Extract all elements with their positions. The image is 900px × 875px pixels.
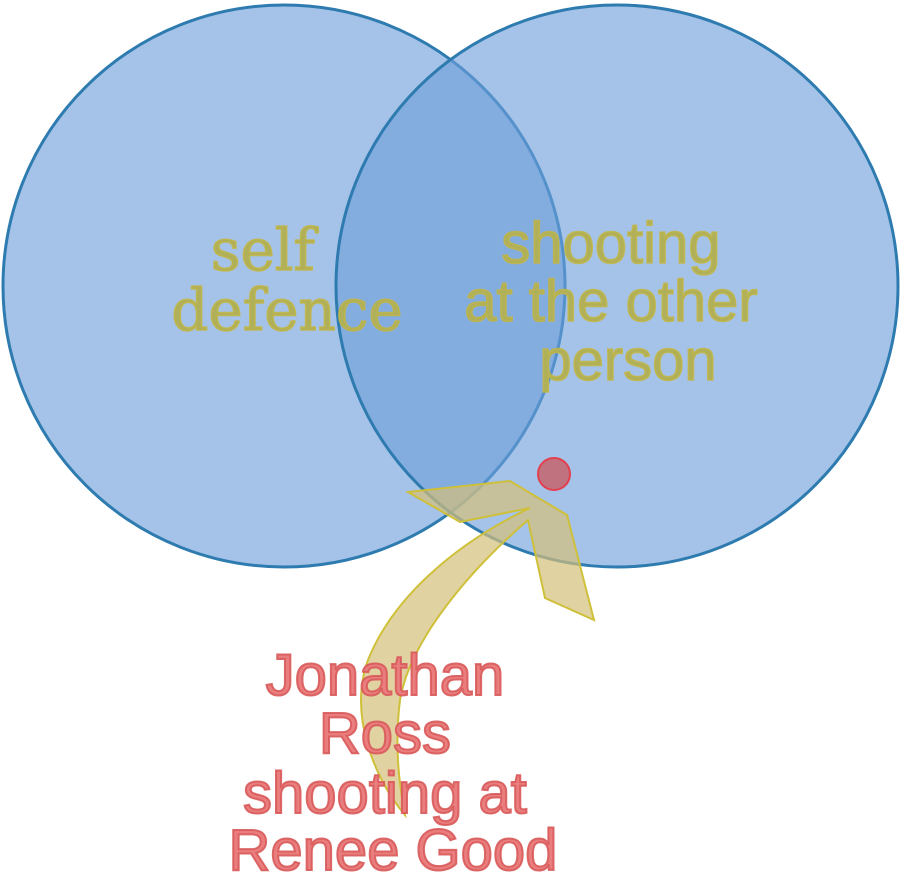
set-label-self-defence: self defence	[171, 216, 402, 344]
annotation-line: Ross	[319, 701, 451, 766]
set-label-line: person	[539, 328, 716, 393]
annotation-line: Jonathan	[266, 643, 505, 708]
set-label-line: defence	[171, 276, 402, 344]
annotation-label: Jonathan Ross shooting at Renee Good	[229, 643, 558, 875]
annotation-line: Renee Good	[229, 818, 558, 875]
set-label-line: shooting	[501, 211, 720, 276]
case-marker-dot	[537, 457, 571, 491]
annotation-line: shooting at	[243, 761, 527, 826]
set-circle-shooting-at-other-person	[334, 3, 900, 569]
set-label-line: self	[211, 216, 319, 284]
set-label-shooting-at-other-person: shooting at the other person	[464, 211, 774, 393]
set-label-line: at the other	[464, 269, 757, 334]
curved-arrow-shape	[360, 479, 596, 819]
